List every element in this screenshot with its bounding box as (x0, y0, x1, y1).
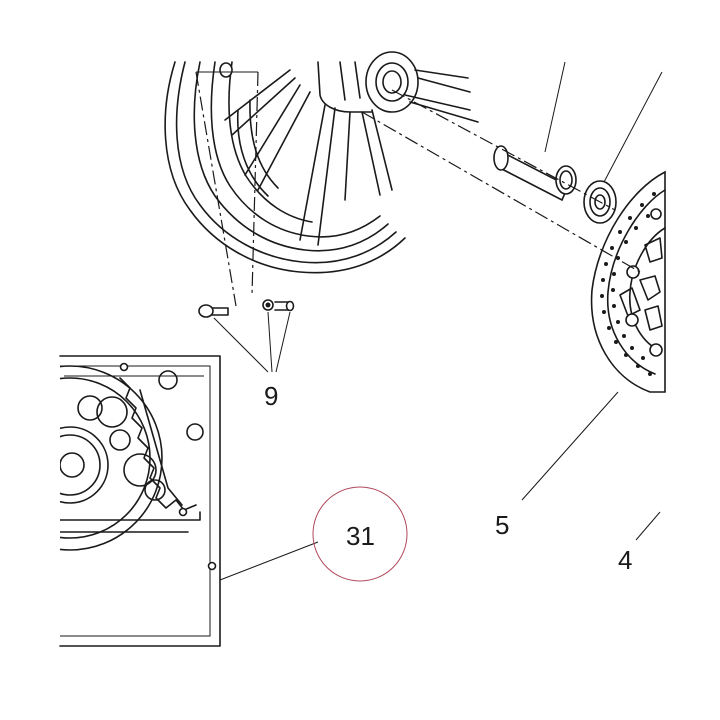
callout-31-leader (219, 541, 319, 581)
disc-leaders (521, 391, 661, 541)
spacer-tube-icon (493, 145, 577, 202)
fastener-parts-icon (198, 299, 295, 318)
callout-9: 9 (264, 381, 278, 411)
callout-4: 4 (618, 545, 632, 575)
callout-5: 5 (495, 510, 509, 540)
wheel-rim-icon (164, 51, 479, 274)
sprocket-detail-icon (59, 355, 221, 647)
callout-9-leaders (213, 311, 291, 373)
brake-disc-icon (590, 170, 666, 393)
callout-highlight-ring (312, 486, 408, 582)
callout-31: 31 (346, 521, 375, 551)
assembly-axis-lines (195, 71, 641, 307)
top-leaders (544, 61, 663, 183)
